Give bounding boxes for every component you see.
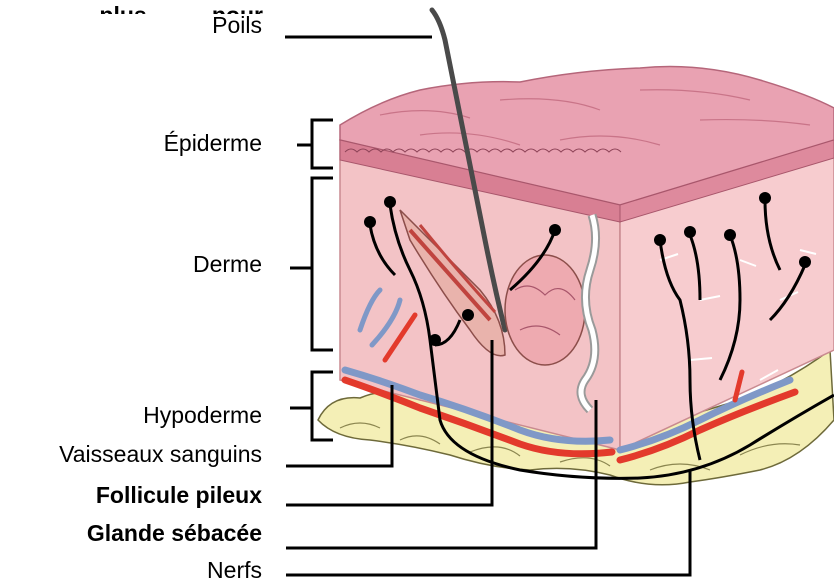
label-epiderme: Épiderme [164,130,262,156]
label-vaisseaux-sanguins: Vaisseaux sanguins [59,441,262,467]
sebaceous-gland [505,255,585,365]
label-poils: Poils [212,12,262,38]
label-derme: Derme [193,251,262,277]
dermis-bracket [312,178,333,350]
epidermis-bracket [312,120,333,168]
label-glande-sebacee: Glande sébacée [87,520,262,546]
label-nerfs: Nerfs [207,557,262,583]
nerfs-leader [286,470,690,575]
top-cut-text: … plus … … pour … … [70,2,322,14]
label-hypoderme: Hypoderme [143,402,262,428]
label-follicule-pileux: Follicule pileux [96,482,262,508]
layer-brackets [290,120,333,440]
